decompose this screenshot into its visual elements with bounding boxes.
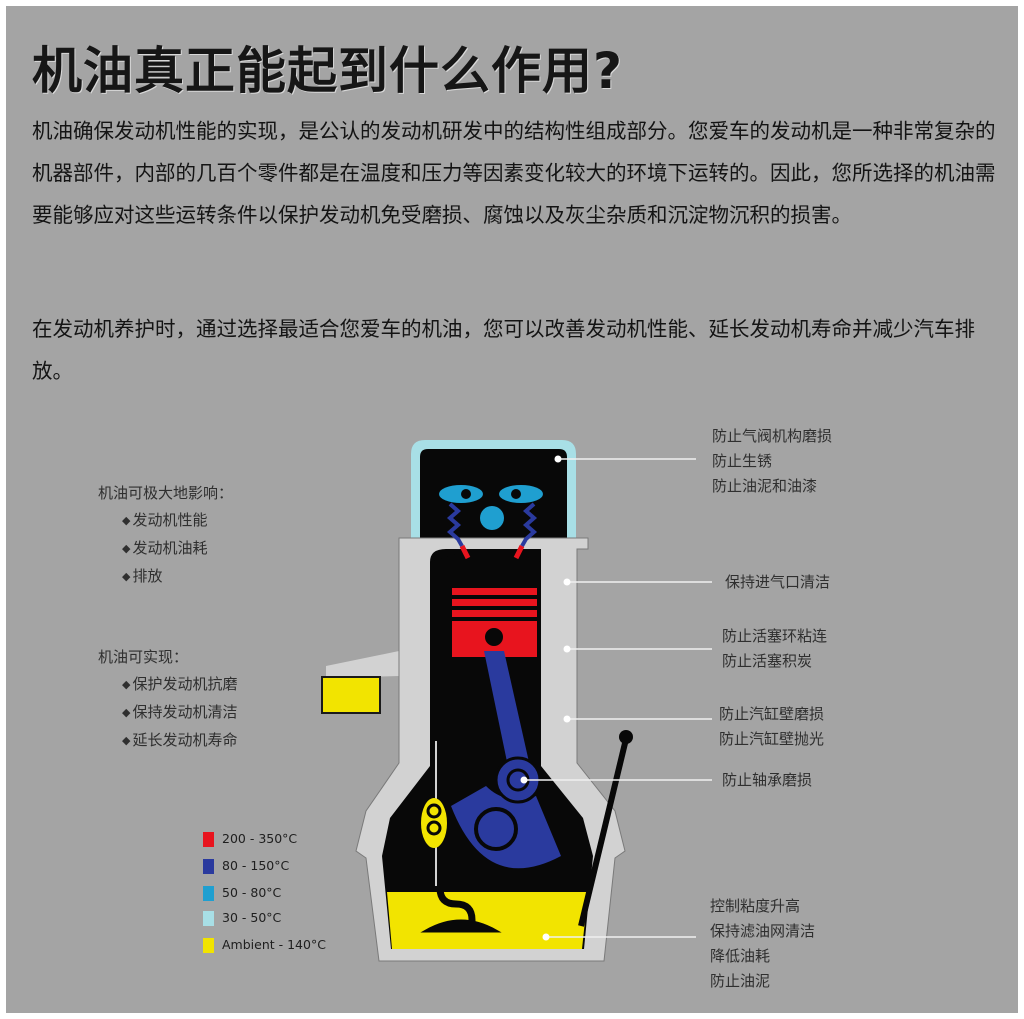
legend-swatch	[203, 911, 214, 926]
legend-swatch	[203, 859, 214, 874]
page-title: 机油真正能起到什么作用?	[32, 42, 624, 100]
legend-row: Ambient - 140°C	[203, 936, 326, 954]
callout-bearing: 防止轴承磨损	[722, 768, 812, 793]
piston-pin	[483, 626, 505, 648]
callout-text: 防止汽缸壁抛光	[719, 730, 825, 748]
callout-valve-train: 防止气阀机构磨损 防止生锈 防止油泥和油漆	[712, 424, 832, 499]
callout-text: 防止油泥	[710, 972, 771, 990]
callout-lines	[524, 458, 712, 938]
callout-text: 防止生锈	[712, 452, 773, 470]
achieve-item: 保护发动机抗磨	[98, 671, 237, 699]
legend-row: 80 - 150°C	[203, 857, 289, 875]
callout-text: 降低油耗	[710, 947, 771, 965]
influence-list: 机油可极大地影响： 发动机性能 发动机油耗 排放	[98, 480, 233, 591]
pump-gear-top	[426, 803, 442, 819]
influence-heading: 机油可极大地影响：	[98, 484, 234, 502]
crank-main-journal	[474, 807, 518, 851]
legend-swatch	[203, 886, 214, 901]
valve-cam-center	[480, 506, 504, 530]
callout-intake: 保持进气口清洁	[725, 570, 830, 595]
legend-label: 50 - 80°C	[222, 885, 282, 900]
legend-row: 200 - 350°C	[203, 830, 297, 848]
callout-text: 保持进气口清洁	[725, 573, 831, 591]
dipstick	[578, 738, 629, 927]
valve-stem-left	[459, 544, 471, 560]
callout-text: 保持滤油网清洁	[710, 922, 816, 940]
valve-stem-right	[513, 544, 525, 560]
achieve-item: 延长发动机寿命	[98, 727, 237, 755]
callout-text: 防止轴承磨损	[722, 771, 813, 789]
piston-ring-1	[452, 595, 537, 599]
legend-row: 50 - 80°C	[203, 884, 281, 902]
callout-piston-rings: 防止活塞环粘连 防止活塞积炭	[722, 624, 827, 674]
cam-bolt-left	[461, 489, 471, 499]
oil-pickup	[436, 741, 476, 931]
oil-filler-cap	[321, 676, 381, 714]
callout-cylinder-wall: 防止汽缸壁磨损 防止汽缸壁抛光	[719, 702, 824, 752]
callout-sump: 控制粘度升高 保持滤油网清洁 降低油耗 防止油泥	[710, 894, 815, 994]
legend-label: Ambient - 140°C	[222, 937, 326, 952]
legend-label: 80 - 150°C	[222, 858, 290, 873]
legend-swatch	[203, 832, 214, 847]
achieve-heading: 机油可实现：	[98, 648, 189, 666]
oil-pickup-head	[420, 919, 502, 933]
engine-diagram	[321, 440, 712, 962]
influence-item: 排放	[98, 563, 233, 591]
callout-text: 防止活塞积炭	[722, 652, 813, 670]
callout-text: 防止活塞环粘连	[722, 627, 828, 645]
piston-ring-3	[452, 617, 537, 621]
infographic-canvas: 机油真正能起到什么作用? 机油确保发动机性能的实现，是公认的发动机研发中的结构性…	[6, 6, 1018, 1013]
oil-filler-arm	[326, 651, 399, 678]
callout-text: 防止汽缸壁磨损	[719, 705, 825, 723]
connecting-rod	[484, 651, 531, 781]
piston-ring-2	[452, 606, 537, 610]
legend-swatch	[203, 938, 214, 953]
legend-label: 200 - 350°C	[222, 831, 298, 846]
intro-paragraph: 机油确保发动机性能的实现，是公认的发动机研发中的结构性组成部分。您爱车的发动机是…	[32, 119, 996, 227]
legend-label: 30 - 50°C	[222, 910, 282, 925]
valve-spring-right	[520, 502, 538, 547]
callout-dots	[520, 455, 571, 941]
influence-item: 发动机油耗	[98, 535, 233, 563]
pump-gear-bottom	[426, 820, 442, 836]
legend-row: 30 - 50°C	[203, 909, 281, 927]
valve-spring-left	[446, 502, 464, 547]
achieve-item: 保持发动机清洁	[98, 699, 237, 727]
dipstick-handle	[619, 730, 633, 744]
combustion-chamber	[430, 549, 541, 576]
advice-paragraph: 在发动机养护时，通过选择最适合您爱车的机油，您可以改善发动机性能、延长发动机寿命…	[32, 317, 975, 383]
influence-item: 发动机性能	[98, 507, 233, 535]
callout-text: 控制粘度升高	[710, 897, 801, 915]
oil-sump	[387, 892, 588, 949]
cam-bolt-right	[511, 489, 521, 499]
achieve-list: 机油可实现： 保护发动机抗磨 保持发动机清洁 延长发动机寿命	[98, 644, 237, 755]
callout-text: 防止油泥和油漆	[712, 477, 818, 495]
callout-text: 防止气阀机构磨损	[712, 427, 833, 445]
